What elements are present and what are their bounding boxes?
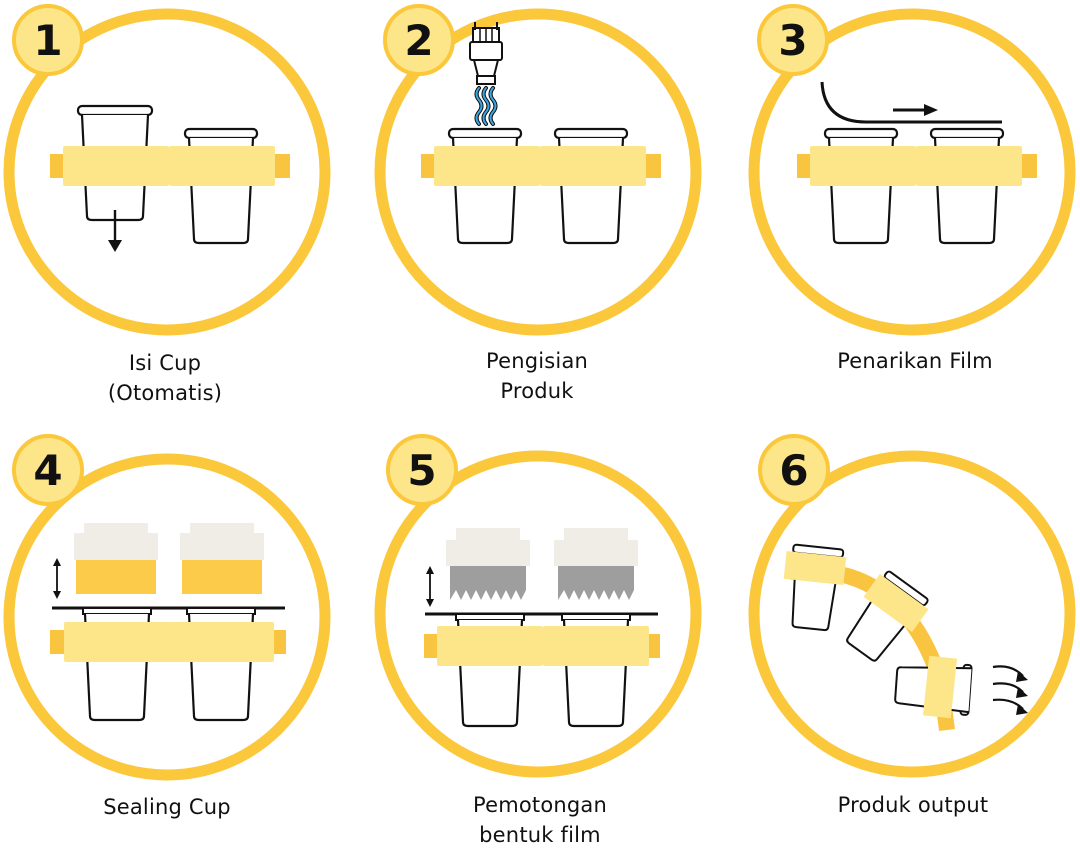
- step-6-number-badge: 6: [758, 434, 830, 506]
- step-6-illustration: [748, 450, 1076, 778]
- step-4-ring: [3, 453, 331, 781]
- step-3-ring: [748, 8, 1076, 336]
- step-1-label-line-1: Isi Cup: [128, 351, 202, 375]
- cutter-blade-icon: [450, 566, 526, 600]
- step-5-ring: [374, 450, 702, 778]
- step-2-label-line-1: Pengisian: [485, 349, 589, 373]
- filling-nozzle-icon: [469, 22, 503, 85]
- step-4-illustration: [3, 453, 331, 781]
- step-5-label: Pemotongan bentuk film: [425, 790, 655, 850]
- step-5-illustration: [374, 450, 702, 778]
- step-3-number-badge: 3: [757, 4, 829, 76]
- step-1-number-badge: 1: [12, 4, 84, 76]
- step-6-label: Produk output: [798, 790, 1028, 820]
- step-5-number: 5: [407, 446, 436, 495]
- step-6-number: 6: [779, 446, 808, 495]
- step-1-label: Isi Cup (Otomatis): [50, 348, 280, 408]
- step-3-label-line-1: Penarikan Film: [837, 349, 993, 373]
- step-1-ring: [3, 8, 331, 336]
- step-2-number: 2: [404, 16, 433, 65]
- step-5-label-line-1: Pemotongan: [472, 793, 608, 817]
- step-5-number-badge: 5: [386, 434, 458, 506]
- step-4-label-line-1: Sealing Cup: [103, 795, 231, 819]
- step-1-label-line-2: (Otomatis): [107, 381, 223, 405]
- step-2-ring: [374, 8, 702, 336]
- step-3-illustration: [748, 8, 1076, 336]
- step-3-number: 3: [778, 16, 807, 65]
- step-3-label: Penarikan Film: [800, 346, 1030, 376]
- step-4-number: 4: [33, 446, 62, 495]
- step-2-illustration: [374, 8, 702, 336]
- step-2-label: Pengisian Produk: [422, 346, 652, 406]
- step-5-label-line-2: bentuk film: [479, 823, 601, 847]
- step-2-label-line-2: Produk: [500, 379, 574, 403]
- step-6-ring: [748, 450, 1076, 778]
- step-6-label-line-1: Produk output: [837, 793, 989, 817]
- step-4-label: Sealing Cup: [52, 792, 282, 822]
- arrow-right-icon: [924, 104, 938, 116]
- step-4-number-badge: 4: [12, 434, 84, 506]
- step-1-illustration: [3, 8, 331, 336]
- step-1-number: 1: [33, 16, 62, 65]
- step-2-number-badge: 2: [383, 4, 455, 76]
- water-stream-icon: [474, 86, 498, 126]
